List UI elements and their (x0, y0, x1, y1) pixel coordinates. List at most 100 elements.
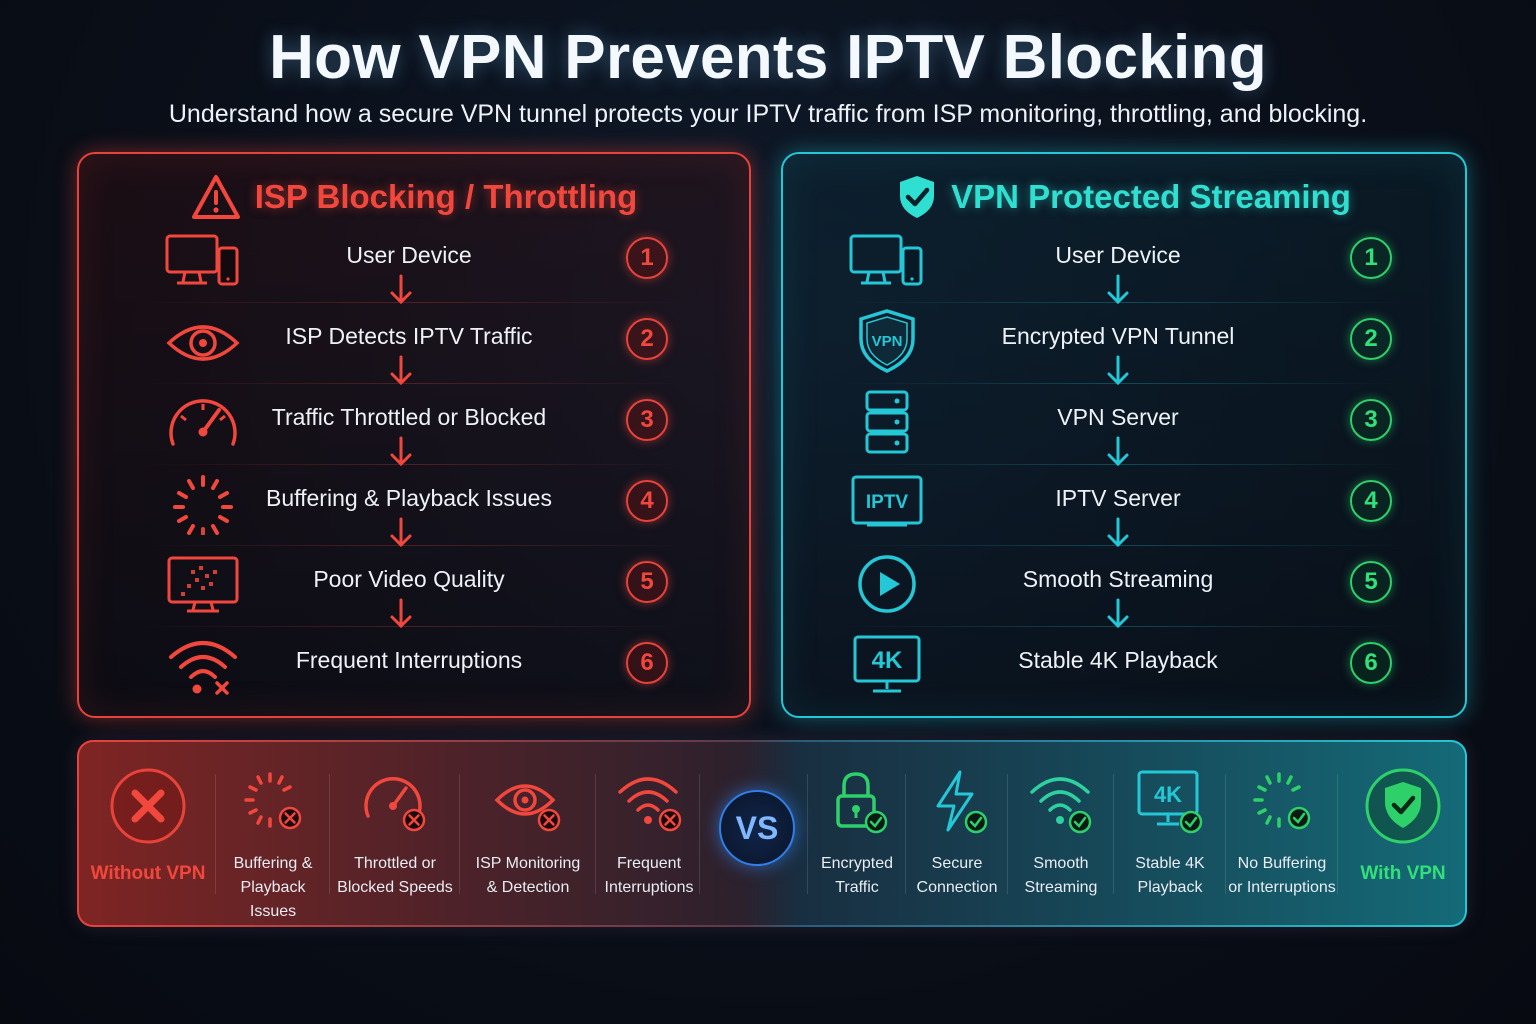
comparison-divider (699, 774, 700, 894)
vpn-step: 4K Stable 4K Playback 6 (783, 629, 1465, 709)
iptv-icon-text: IPTV (866, 492, 909, 513)
with-item-label: Smooth Streaming (1024, 855, 1098, 896)
arrow-down-icon (390, 355, 412, 386)
4k-monitor-icon: 4K (853, 635, 921, 693)
with-item-label: No Buffering or Interruptions (1228, 855, 1336, 896)
row-divider (139, 545, 689, 546)
comparison-bar: Without VPN Buffering & Playback Issues … (77, 740, 1467, 927)
step-number-badge: 1 (626, 237, 668, 279)
comparison-divider (329, 774, 330, 894)
step-label: Smooth Streaming (1022, 566, 1214, 592)
speedometer-icon (169, 399, 237, 446)
buffering-x-icon (244, 772, 302, 830)
vpn-shield-text: VPN (872, 333, 903, 350)
arrow-down-icon (1107, 598, 1129, 629)
row-divider (139, 302, 689, 303)
vpn-shield-icon: VPN (859, 309, 915, 373)
isp-step: Traffic Throttled or Blocked 3 (79, 386, 749, 467)
pixelated-monitor-icon (167, 556, 239, 613)
with-item: Secure Connection (907, 742, 1007, 929)
without-item-label: Throttled or Blocked Speeds (337, 855, 453, 896)
buffering-check-icon (1253, 772, 1311, 830)
step-label: Poor Video Quality (313, 566, 505, 592)
row-divider (843, 302, 1405, 303)
eye-icon (166, 325, 240, 361)
with-vpn-label: With VPN (1360, 863, 1446, 884)
without-item-label: Buffering & Playback Issues (233, 855, 313, 920)
comparison-divider (807, 774, 808, 894)
arrow-down-icon (1107, 517, 1129, 548)
step-label: Buffering & Playback Issues (266, 485, 552, 511)
page-title: How VPN Prevents IPTV Blocking (269, 23, 1267, 92)
with-item-label: Encrypted Traffic (820, 855, 894, 896)
with-item-label: Stable 4K Playback (1135, 855, 1205, 896)
with-item: Smooth Streaming (1009, 742, 1113, 929)
step-number-badge: 5 (1350, 561, 1392, 603)
row-divider (139, 464, 689, 465)
isp-blocking-panel: ISP Blocking / Throttling User Device 1 … (77, 152, 751, 718)
wifi-x-icon (618, 777, 682, 832)
step-number-badge: 3 (1350, 399, 1392, 441)
bolt-check-icon (936, 770, 988, 834)
vs-badge: VS (719, 790, 795, 866)
step-label: Frequent Interruptions (295, 647, 523, 673)
devices-icon (849, 234, 923, 286)
comparison-divider (1337, 774, 1338, 894)
vpn-panel-title: VPN Protected Streaming (951, 178, 1351, 215)
step-number-badge: 2 (1350, 318, 1392, 360)
speedometer-x-icon (364, 777, 426, 832)
isp-step: Poor Video Quality 5 (79, 548, 749, 629)
play-icon (858, 555, 916, 613)
step-label: VPN Server (1057, 404, 1179, 430)
comparison-divider (1007, 774, 1008, 894)
step-number-badge: 6 (626, 642, 668, 684)
row-divider (843, 464, 1405, 465)
arrow-down-icon (1107, 355, 1129, 386)
vpn-protected-panel: VPN Protected Streaming User Device 1 VP… (781, 152, 1467, 718)
without-item-label: Frequent Interruptions (604, 855, 694, 896)
row-divider (843, 545, 1405, 546)
step-number-badge: 3 (626, 399, 668, 441)
with-item: Encrypted Traffic (809, 742, 905, 929)
with-item-label: Secure Connection (916, 855, 998, 896)
devices-icon (165, 234, 239, 286)
shield-check-icon (900, 176, 935, 218)
iptv-tv-icon: IPTV (851, 475, 923, 527)
arrow-down-icon (1107, 274, 1129, 305)
row-divider (139, 383, 689, 384)
lock-check-icon (836, 772, 888, 834)
server-icon (865, 390, 909, 454)
wifi-check-icon (1030, 777, 1092, 834)
step-number-badge: 6 (1350, 642, 1392, 684)
comparison-divider (595, 774, 596, 894)
arrow-down-icon (390, 436, 412, 467)
step-label: Traffic Throttled or Blocked (271, 404, 547, 430)
warning-icon (191, 175, 240, 219)
step-number-badge: 4 (1350, 480, 1392, 522)
without-item: Throttled or Blocked Speeds (331, 742, 459, 929)
step-label: Stable 4K Playback (1018, 647, 1218, 673)
buffering-icon (173, 475, 233, 535)
comparison-divider (459, 774, 460, 894)
step-number-badge: 4 (626, 480, 668, 522)
step-label: User Device (346, 242, 472, 268)
shield-check-circle-icon (1365, 768, 1441, 844)
isp-step: User Device 1 (79, 224, 749, 305)
comparison-divider (905, 774, 906, 894)
without-item: Buffering & Playback Issues (217, 742, 329, 929)
vpn-step: IPTV IPTV Server 4 (783, 467, 1465, 548)
row-divider (843, 383, 1405, 384)
without-vpn-badge: Without VPN (79, 742, 217, 929)
step-label: IPTV Server (1055, 485, 1181, 511)
comparison-divider (215, 774, 216, 894)
step-number-badge: 2 (626, 318, 668, 360)
vpn-step: User Device 1 (783, 224, 1465, 305)
step-label: ISP Detects IPTV Traffic (285, 323, 533, 349)
4k-check-icon: 4K (1137, 770, 1203, 834)
isp-panel-heading: ISP Blocking / Throttling (79, 174, 749, 220)
step-label: Encrypted VPN Tunnel (1001, 323, 1235, 349)
4k-icon-text: 4K (872, 647, 903, 674)
vpn-step: VPN Encrypted VPN Tunnel 2 (783, 305, 1465, 386)
vpn-step: VPN Server 3 (783, 386, 1465, 467)
step-number-badge: 5 (626, 561, 668, 603)
